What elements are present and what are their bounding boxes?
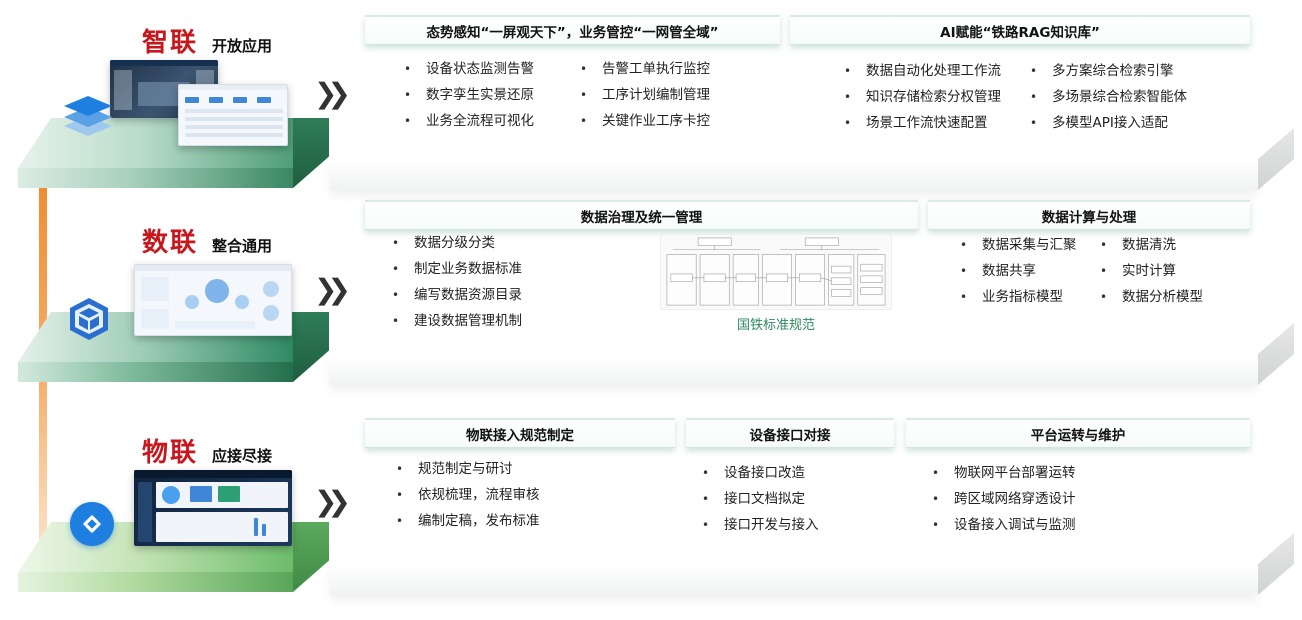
screenshot-data-platform [134,264,292,336]
list-item: 业务指标模型 [960,284,1077,310]
panel-base-zhilian [330,160,1258,190]
list-item: 物联网平台部署运转 [932,460,1076,486]
section-header-iot-spec: 物联接入规范制定 [365,418,675,448]
list-item: 规范制定与研讨 [396,456,540,482]
list-item: 工序计划编制管理 [580,82,710,108]
list-item: 设备接入调试与监测 [932,512,1076,538]
section-header-data-compute: 数据计算与处理 [928,200,1250,230]
list-item: 多方案综合检索引擎 [1030,58,1187,84]
list-item: 建设数据管理机制 [392,308,522,334]
list-item: 数据自动化处理工作流 [844,58,1001,84]
screenshot-dashboard [178,84,288,146]
list-compute-col2: 数据清洗 实时计算 数据分析模型 [1100,232,1203,310]
link-circle-icon [70,502,114,546]
list-item: 关键作业工序卡控 [580,108,710,134]
list-device-interface: 设备接口改造 接口文档拟定 接口开发与接入 [702,460,819,538]
section-header-platform-ops: 平台运转与维护 [906,418,1250,448]
list-situation-col1: 设备状态监测告警 数字孪生实景还原 业务全流程可视化 [404,56,534,134]
panel-base-shulian [330,355,1258,385]
tier-title-wulian: 物联 应接尽接 [142,432,272,469]
standards-diagram-caption: 国铁标准规范 [736,318,815,333]
panel-side-wulian [1258,533,1294,595]
tier-main-title: 物联 [142,438,199,468]
section-header-device-interface: 设备接口对接 [686,418,894,448]
list-item: 制定业务数据标准 [392,256,522,282]
platform-wulian [18,522,330,592]
layers-icon [64,96,112,136]
list-item: 编制定稿，发布标准 [396,508,540,534]
list-item: 依规梳理，流程审核 [396,482,540,508]
chevron-right-icon: ❯❯ [314,77,351,110]
list-item: 告警工单执行监控 [580,56,710,82]
tier-main-title: 智联 [142,28,199,58]
list-compute-col1: 数据采集与汇聚 数据共享 业务指标模型 [960,232,1077,310]
list-item: 设备状态监测告警 [404,56,534,82]
tier-main-title: 数联 [142,228,199,258]
standards-diagram [660,234,892,310]
list-item: 数据共享 [960,258,1077,284]
section-header-ai-rag: AI赋能“铁路RAG知识库” [790,15,1250,45]
list-platform-ops: 物联网平台部署运转 跨区域网络穿透设计 设备接入调试与监测 [932,460,1076,538]
list-item: 设备接口改造 [702,460,819,486]
screenshot-iot-monitor [134,470,292,546]
list-ai-col1: 数据自动化处理工作流 知识存储检索分权管理 场景工作流快速配置 [844,58,1001,136]
list-item: 知识存储检索分权管理 [844,84,1001,110]
list-iot-spec: 规范制定与研讨 依规梳理，流程审核 编制定稿，发布标准 [396,456,540,534]
list-item: 业务全流程可视化 [404,108,534,134]
list-item: 接口文档拟定 [702,486,819,512]
hexagon-icon [70,298,108,340]
list-item: 数据采集与汇聚 [960,232,1077,258]
section-header-data-governance: 数据治理及统一管理 [365,200,918,230]
panel-side-zhilian [1258,128,1294,190]
tier-subtitle: 整合通用 [212,237,273,255]
list-item: 接口开发与接入 [702,512,819,538]
list-item: 数字孪生实景还原 [404,82,534,108]
list-item: 数据分析模型 [1100,284,1203,310]
list-item: 跨区域网络穿透设计 [932,486,1076,512]
list-item: 实时计算 [1100,258,1203,284]
panel-base-wulian [330,565,1258,595]
panel-side-shulian [1258,323,1294,385]
section-header-situation: 态势感知“一屏观天下”，业务管控“一网管全域” [365,15,780,45]
list-situation-col2: 告警工单执行监控 工序计划编制管理 关键作业工序卡控 [580,56,710,134]
tier-title-zhilian: 智联 开放应用 [142,22,272,59]
chevron-right-icon: ❯❯ [314,273,351,306]
list-item: 数据分级分类 [392,230,522,256]
tier-title-shulian: 数联 整合通用 [142,222,272,259]
list-item: 数据清洗 [1100,232,1203,258]
list-item: 场景工作流快速配置 [844,110,1001,136]
list-governance: 数据分级分类 制定业务数据标准 编写数据资源目录 建设数据管理机制 [392,230,522,334]
chevron-right-icon: ❯❯ [314,485,351,518]
list-item: 编写数据资源目录 [392,282,522,308]
list-item: 多场景综合检索智能体 [1030,84,1187,110]
tier-subtitle: 应接尽接 [212,447,273,465]
list-item: 多模型API接入适配 [1030,110,1187,136]
list-ai-col2: 多方案综合检索引擎 多场景综合检索智能体 多模型API接入适配 [1030,58,1187,136]
tier-subtitle: 开放应用 [212,37,273,55]
